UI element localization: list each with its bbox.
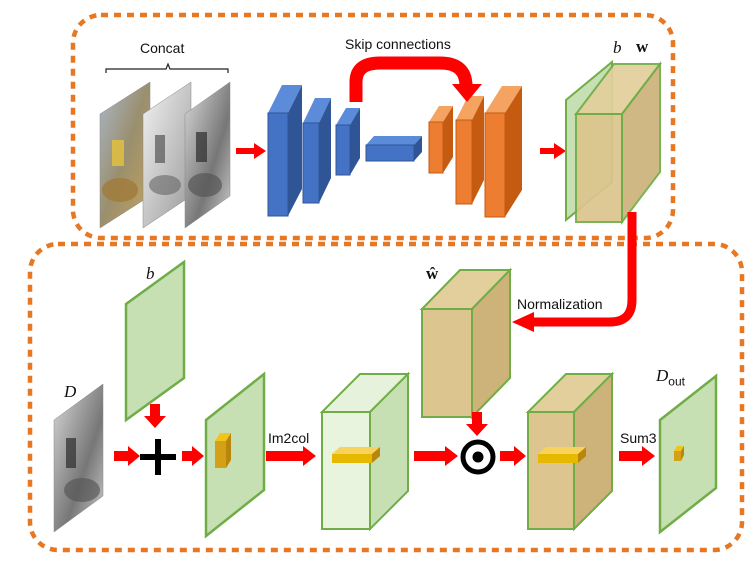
input-image-color: [99, 81, 151, 229]
im2col-cuboid: [319, 371, 411, 532]
kernel-patch: [215, 433, 231, 468]
top-w-label: w: [636, 37, 649, 56]
w-hat-cuboid: [419, 267, 513, 420]
im2col-label: Im2col: [268, 430, 310, 446]
concat-label: Concat: [140, 40, 185, 56]
d-label: D: [64, 382, 77, 401]
product-cuboid: [525, 371, 615, 532]
arrow-what-to-odot: [466, 412, 488, 436]
normalization-arrow-head: [512, 312, 534, 332]
plus-operator: [140, 439, 176, 475]
bottom-b-label: b: [146, 264, 155, 283]
input-image-gray-1: [142, 81, 192, 229]
arrow-to-unet: [236, 143, 266, 159]
hadamard-operator: [460, 439, 496, 475]
output-w-cuboid: [573, 61, 663, 225]
decoder-block-2: [455, 96, 484, 205]
arrow-to-odot: [414, 446, 458, 466]
im2col-bar: [332, 447, 380, 463]
skip-arrow-head: [452, 84, 482, 102]
d-out-main: D: [656, 366, 669, 385]
arrow-im2col: [266, 446, 316, 466]
product-bar: [538, 447, 586, 463]
decoder-block-3: [484, 86, 522, 218]
encoder-block-3: [335, 108, 360, 176]
concat-brace: [105, 62, 229, 73]
skip-connection-arrow: [349, 56, 473, 102]
top-b-label: b: [613, 38, 622, 57]
d-out-subscript: out: [668, 374, 685, 389]
encoder-block-1: [267, 85, 302, 217]
input-image-gray-2: [184, 81, 231, 229]
arrow-b-to-plus: [144, 404, 166, 428]
decoder-block-1: [428, 106, 453, 174]
normalization-label: Normalization: [517, 296, 603, 312]
d-out-plane: [658, 373, 718, 535]
skip-connections-label: Skip connections: [345, 36, 451, 52]
d-out-label: Dout: [656, 366, 685, 388]
arrow-to-product: [500, 446, 526, 466]
bias-b-plane: [124, 259, 186, 423]
d-out-pixel: [674, 446, 684, 461]
sum3-label: Sum3: [620, 430, 657, 446]
bottleneck-block: [365, 136, 422, 162]
top-panel-border: [70, 12, 676, 241]
arrow-plus-to-plane: [182, 446, 204, 466]
bottom-panel-border: [27, 241, 745, 553]
arrow-to-output: [540, 143, 566, 159]
input-d-image: [53, 383, 104, 533]
arrow-sum3: [619, 446, 655, 466]
encoder-block-2: [302, 98, 331, 204]
sum-plane: [204, 371, 266, 539]
w-hat-label: ŵ: [426, 264, 439, 283]
normalization-arrow: [530, 212, 637, 327]
arrow-d-to-plus: [114, 446, 140, 466]
